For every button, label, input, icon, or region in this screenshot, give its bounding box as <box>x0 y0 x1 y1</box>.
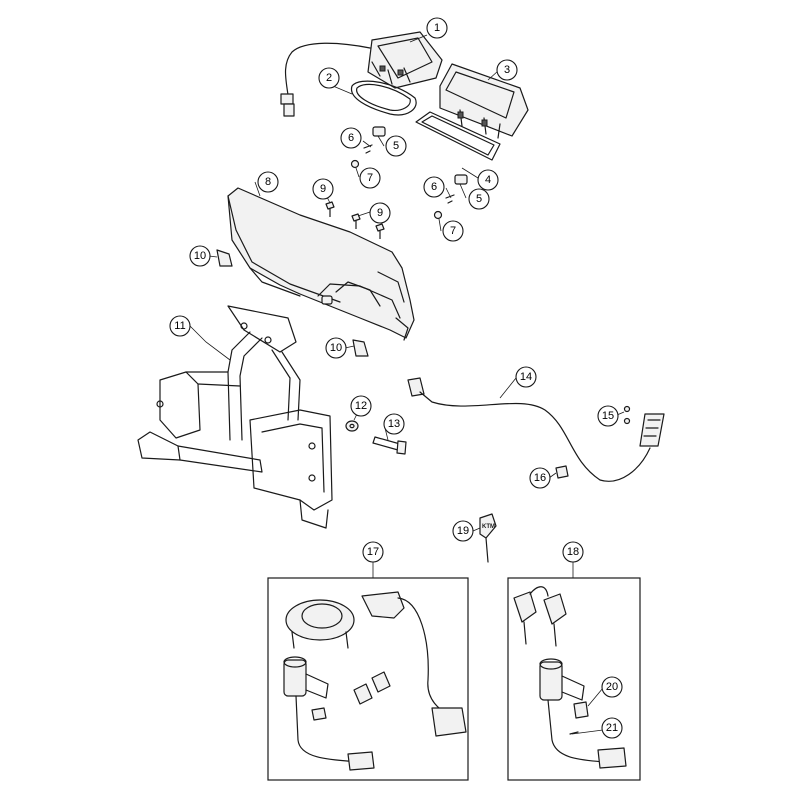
callout-4: 4 <box>477 169 499 191</box>
long-bolt-part <box>372 436 407 455</box>
callout-number: 8 <box>265 176 271 188</box>
ignition-kit-box <box>267 577 469 781</box>
callout-number: 14 <box>520 371 532 383</box>
callout-6: 6 <box>423 176 445 198</box>
callout-number: 17 <box>367 546 379 558</box>
callout-number: 5 <box>393 140 399 152</box>
callout-14: 14 <box>515 366 537 388</box>
callout-6: 6 <box>340 127 362 149</box>
cable-clip-part <box>555 465 569 479</box>
callout-15: 15 <box>597 405 619 427</box>
callout-number: 16 <box>534 472 546 484</box>
key-brand-text: KTM <box>482 524 495 530</box>
leader-lines <box>189 34 625 735</box>
callout-2: 2 <box>318 67 340 89</box>
callout-13: 13 <box>383 413 405 435</box>
lock-kit-box <box>507 577 641 781</box>
callout-number: 7 <box>450 225 456 237</box>
callout-20: 20 <box>601 676 623 698</box>
instrument-cover-part <box>227 187 415 341</box>
callout-number: 12 <box>355 400 367 412</box>
callout-number: 9 <box>377 207 383 219</box>
callout-7: 7 <box>442 220 464 242</box>
small-nut-part <box>350 159 443 220</box>
gasket-ring-part <box>350 80 417 116</box>
callout-number: 18 <box>567 546 579 558</box>
callout-number: 13 <box>388 418 400 430</box>
screw-pair-part <box>623 405 631 425</box>
callout-17: 17 <box>362 541 384 563</box>
callout-number: 9 <box>320 183 326 195</box>
key-part: KTM <box>479 513 497 563</box>
callout-19: 19 <box>452 520 474 542</box>
grommet-part <box>372 126 468 185</box>
callout-number: 6 <box>348 132 354 144</box>
washer-part <box>345 420 359 432</box>
callout-9: 9 <box>369 202 391 224</box>
callout-number: 5 <box>476 193 482 205</box>
callout-5: 5 <box>385 135 407 157</box>
callout-number: 10 <box>330 342 342 354</box>
callout-number: 19 <box>457 525 469 537</box>
callout-11: 11 <box>169 315 191 337</box>
callout-1: 1 <box>426 17 448 39</box>
instrument-bracket-part <box>137 305 333 529</box>
callout-number: 15 <box>602 410 614 422</box>
clip-part <box>216 249 369 357</box>
wiring-harness-part <box>407 377 665 482</box>
callout-number: 1 <box>434 22 440 34</box>
callout-18: 18 <box>562 541 584 563</box>
display-unit-part <box>439 63 529 139</box>
callout-21: 21 <box>601 717 623 739</box>
callout-3: 3 <box>496 59 518 81</box>
callout-8: 8 <box>257 171 279 193</box>
callout-number: 6 <box>431 181 437 193</box>
callout-number: 20 <box>606 681 618 693</box>
callout-number: 4 <box>485 174 491 186</box>
callout-9: 9 <box>312 178 334 200</box>
callout-10: 10 <box>189 245 211 267</box>
callout-12: 12 <box>350 395 372 417</box>
callout-number: 11 <box>174 320 185 332</box>
instrument-cluster-part <box>280 31 443 117</box>
callout-10: 10 <box>325 337 347 359</box>
bolt-part <box>325 201 385 239</box>
callout-number: 3 <box>504 64 510 76</box>
callout-7: 7 <box>359 167 381 189</box>
callout-16: 16 <box>529 467 551 489</box>
callout-number: 7 <box>367 172 373 184</box>
callout-number: 21 <box>606 722 618 734</box>
callout-5: 5 <box>468 188 490 210</box>
gasket-frame-part <box>415 111 501 161</box>
callout-number: 10 <box>194 250 206 262</box>
callout-number: 2 <box>326 72 332 84</box>
